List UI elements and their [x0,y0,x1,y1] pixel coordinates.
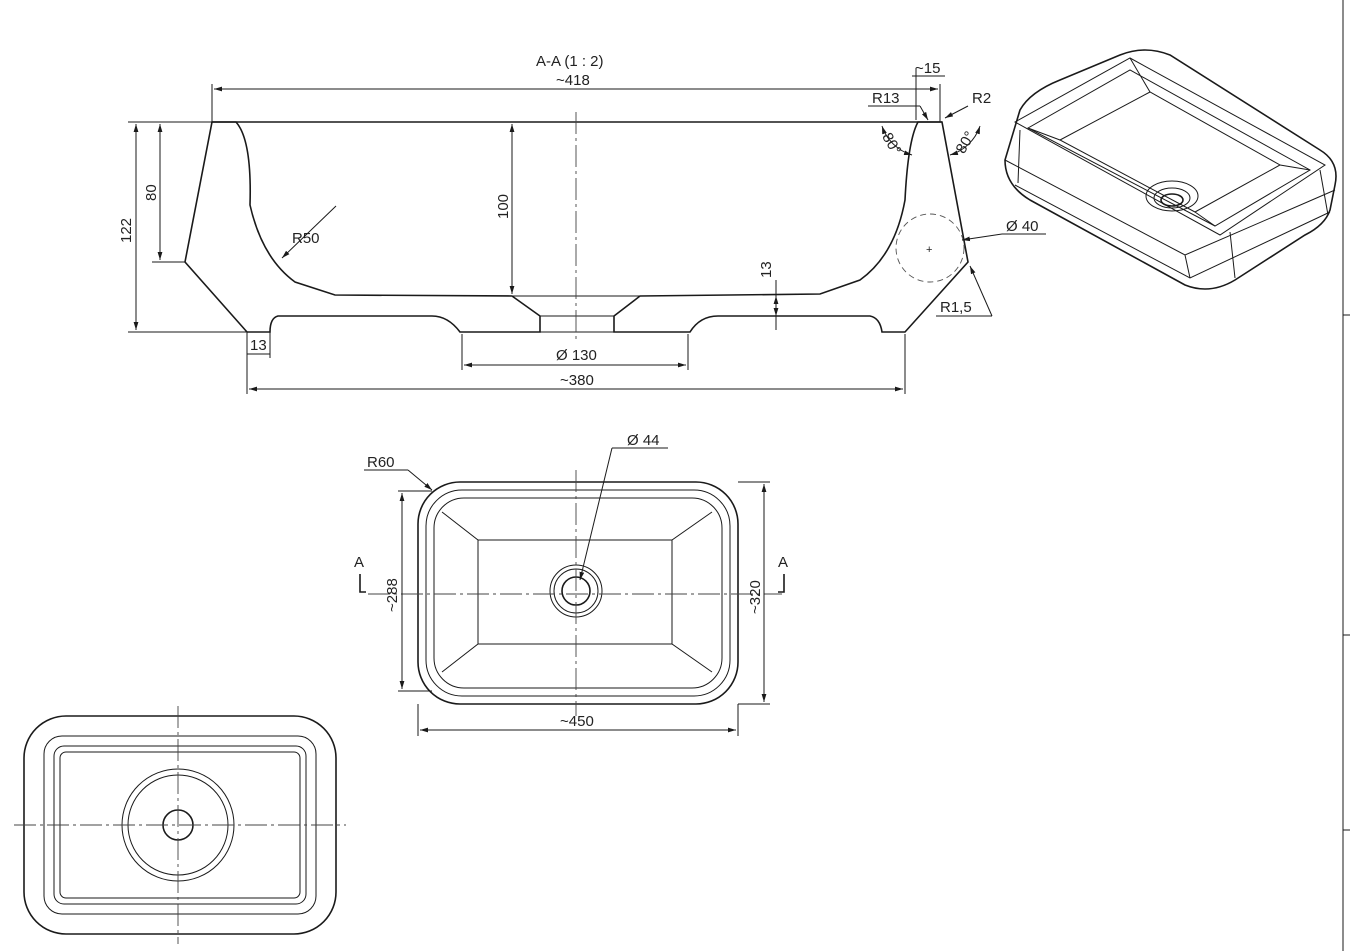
dim-overall-bottom: ~380 [560,372,594,389]
dim-outer-width: ~320 [747,580,764,614]
dim-height-inner: 80 [143,184,160,201]
isometric-view [1004,49,1337,290]
dim-inner-width: ~288 [384,578,401,612]
dim-dia130: Ø 130 [556,347,597,364]
section-mark-right: A [778,554,788,571]
dim-r60: R60 [367,454,395,471]
dim-dia44: Ø 44 [627,432,660,449]
sheet-border [1342,0,1350,951]
dim-r13: R13 [872,90,900,107]
dim-depth: 100 [495,194,512,219]
section-mark-left: A [354,554,364,571]
plan-view: R60 Ø 44 A A ~288 ~320 ~450 [354,432,788,736]
svg-text:+: + [926,244,932,256]
dim-r50: R50 [292,230,320,247]
dim-base-thickness: 13 [758,261,775,278]
section-right-wall [613,121,969,333]
dim-r2: R2 [972,90,991,107]
dim-lip: ~15 [915,60,940,77]
dim-angle-left: 80° [878,130,904,158]
section-title: A-A (1 : 2) [536,53,604,70]
section-left-wall [184,121,541,333]
bottom-view [14,706,346,944]
dim-height-total: 122 [118,218,135,243]
dim-overall-top: ~418 [556,72,590,89]
dim-r15: R1,5 [940,299,972,316]
dim-dia40: Ø 40 [1006,218,1039,235]
dim-foot: 13 [250,337,267,354]
section-view: + A-A (1 : 2) ~418 ~15 R13 R2 80° 80° 12… [118,53,1046,394]
dim-length: ~450 [560,713,594,730]
